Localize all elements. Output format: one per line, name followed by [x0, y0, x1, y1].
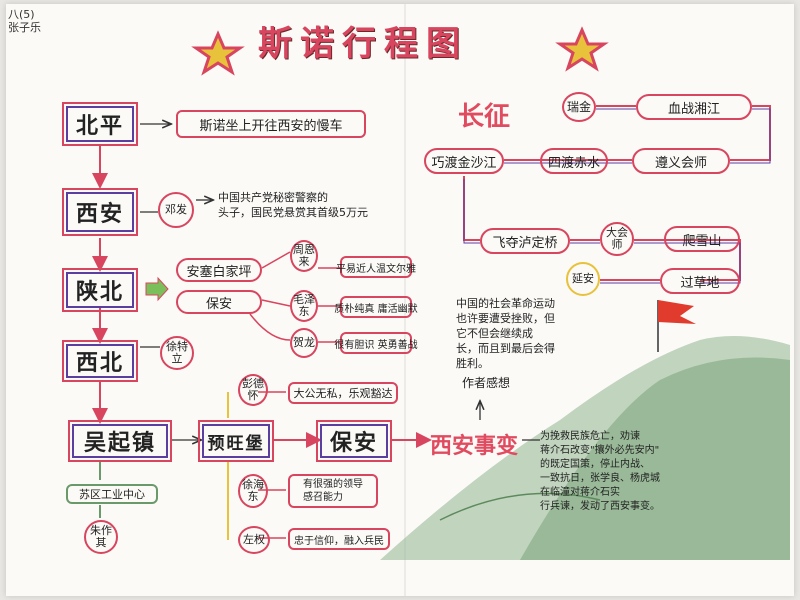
sidu-chishui: 四渡赤水 — [540, 148, 608, 174]
xian-incident-label: 西安事变 — [430, 434, 519, 459]
note-zhou: 平易近人温文尔雅 — [336, 256, 416, 278]
star-icon-left — [191, 30, 245, 76]
zunyi-huishi: 遵义会师 — [632, 148, 730, 174]
node-yuwangbao: 预旺堡 — [198, 420, 274, 462]
circle-dengfa: 邓发 — [158, 192, 194, 228]
reflection-author: 作者感想 — [462, 376, 511, 390]
dengfa-note: 中国共产党秘密警察的 头子，国民党悬赏其首级5万元 — [218, 191, 368, 219]
signature: 八(5) 张子乐 — [8, 8, 41, 34]
reflection-text: 中国的社会革命运动 也许要遭受挫败，但 它不但会继续成 长，而且到最后会得 胜利… — [456, 297, 555, 370]
node-baoan: 保安 — [316, 420, 392, 462]
suqu-industry: 苏区工业中心 — [66, 484, 158, 504]
long-march-label: 长征 — [458, 102, 511, 132]
star-icon-right — [555, 26, 609, 72]
anse-baijiaping: 安塞白家坪 — [176, 258, 262, 282]
page-title: 斯诺行程图 — [258, 24, 468, 64]
circle-maozedong: 毛泽东 — [290, 290, 318, 322]
circle-xuteli: 徐特立 — [160, 336, 194, 370]
red-flag-icon — [658, 300, 696, 324]
pa-xueshan: 爬雪山 — [664, 226, 740, 252]
circle-xuhaidong: 徐海东 — [238, 474, 268, 508]
guo-caodi: 过草地 — [660, 268, 740, 294]
mountains — [380, 336, 790, 560]
xuezhan-xiangjiang: 血战湘江 — [636, 94, 752, 120]
circle-pengdehuai: 彭德怀 — [238, 374, 268, 406]
node-wuqizhen: 吴起镇 — [68, 420, 172, 462]
note-beiping: 斯诺坐上开往西安的慢车 — [176, 110, 366, 138]
note-mao: 质朴纯真 庸活幽默 — [334, 296, 418, 318]
node-xibei: 西北 — [62, 340, 138, 382]
circle-ruijin: 瑞金 — [562, 92, 596, 122]
circle-zhuzuoqi: 朱作其 — [84, 520, 118, 554]
circle-dahuishi: 大会师 — [600, 222, 634, 256]
node-xian: 西安 — [62, 188, 138, 236]
node-beiping: 北平 — [62, 102, 138, 146]
paper-fold — [404, 4, 406, 596]
circle-helong: 贺龙 — [290, 328, 318, 358]
node-shaanbei: 陕北 — [62, 268, 138, 312]
baoan-label: 保安 — [176, 290, 262, 314]
note-peng: 大公无私，乐观豁达 — [288, 382, 398, 404]
circle-yanan: 延安 — [566, 262, 600, 296]
note-he: 很有胆识 英勇善战 — [334, 332, 418, 354]
note-xu: 有很强的领导 感召能力 — [288, 474, 378, 508]
note-zuo: 忠于信仰，融入兵民 — [288, 528, 390, 550]
circle-zhouenlai: 周恩来 — [290, 240, 318, 272]
xian-incident-note: 为挽救民族危亡，劝谏 蒋介石改变"攘外必先安内" 的既定国策，停止内战、 一致抗… — [540, 431, 660, 512]
qiaodu-jinshajiang: 巧渡金沙江 — [424, 148, 504, 174]
feiduo-ludingqiao: 飞夺泸定桥 — [480, 228, 570, 254]
circle-zuoquan: 左权 — [238, 526, 270, 554]
